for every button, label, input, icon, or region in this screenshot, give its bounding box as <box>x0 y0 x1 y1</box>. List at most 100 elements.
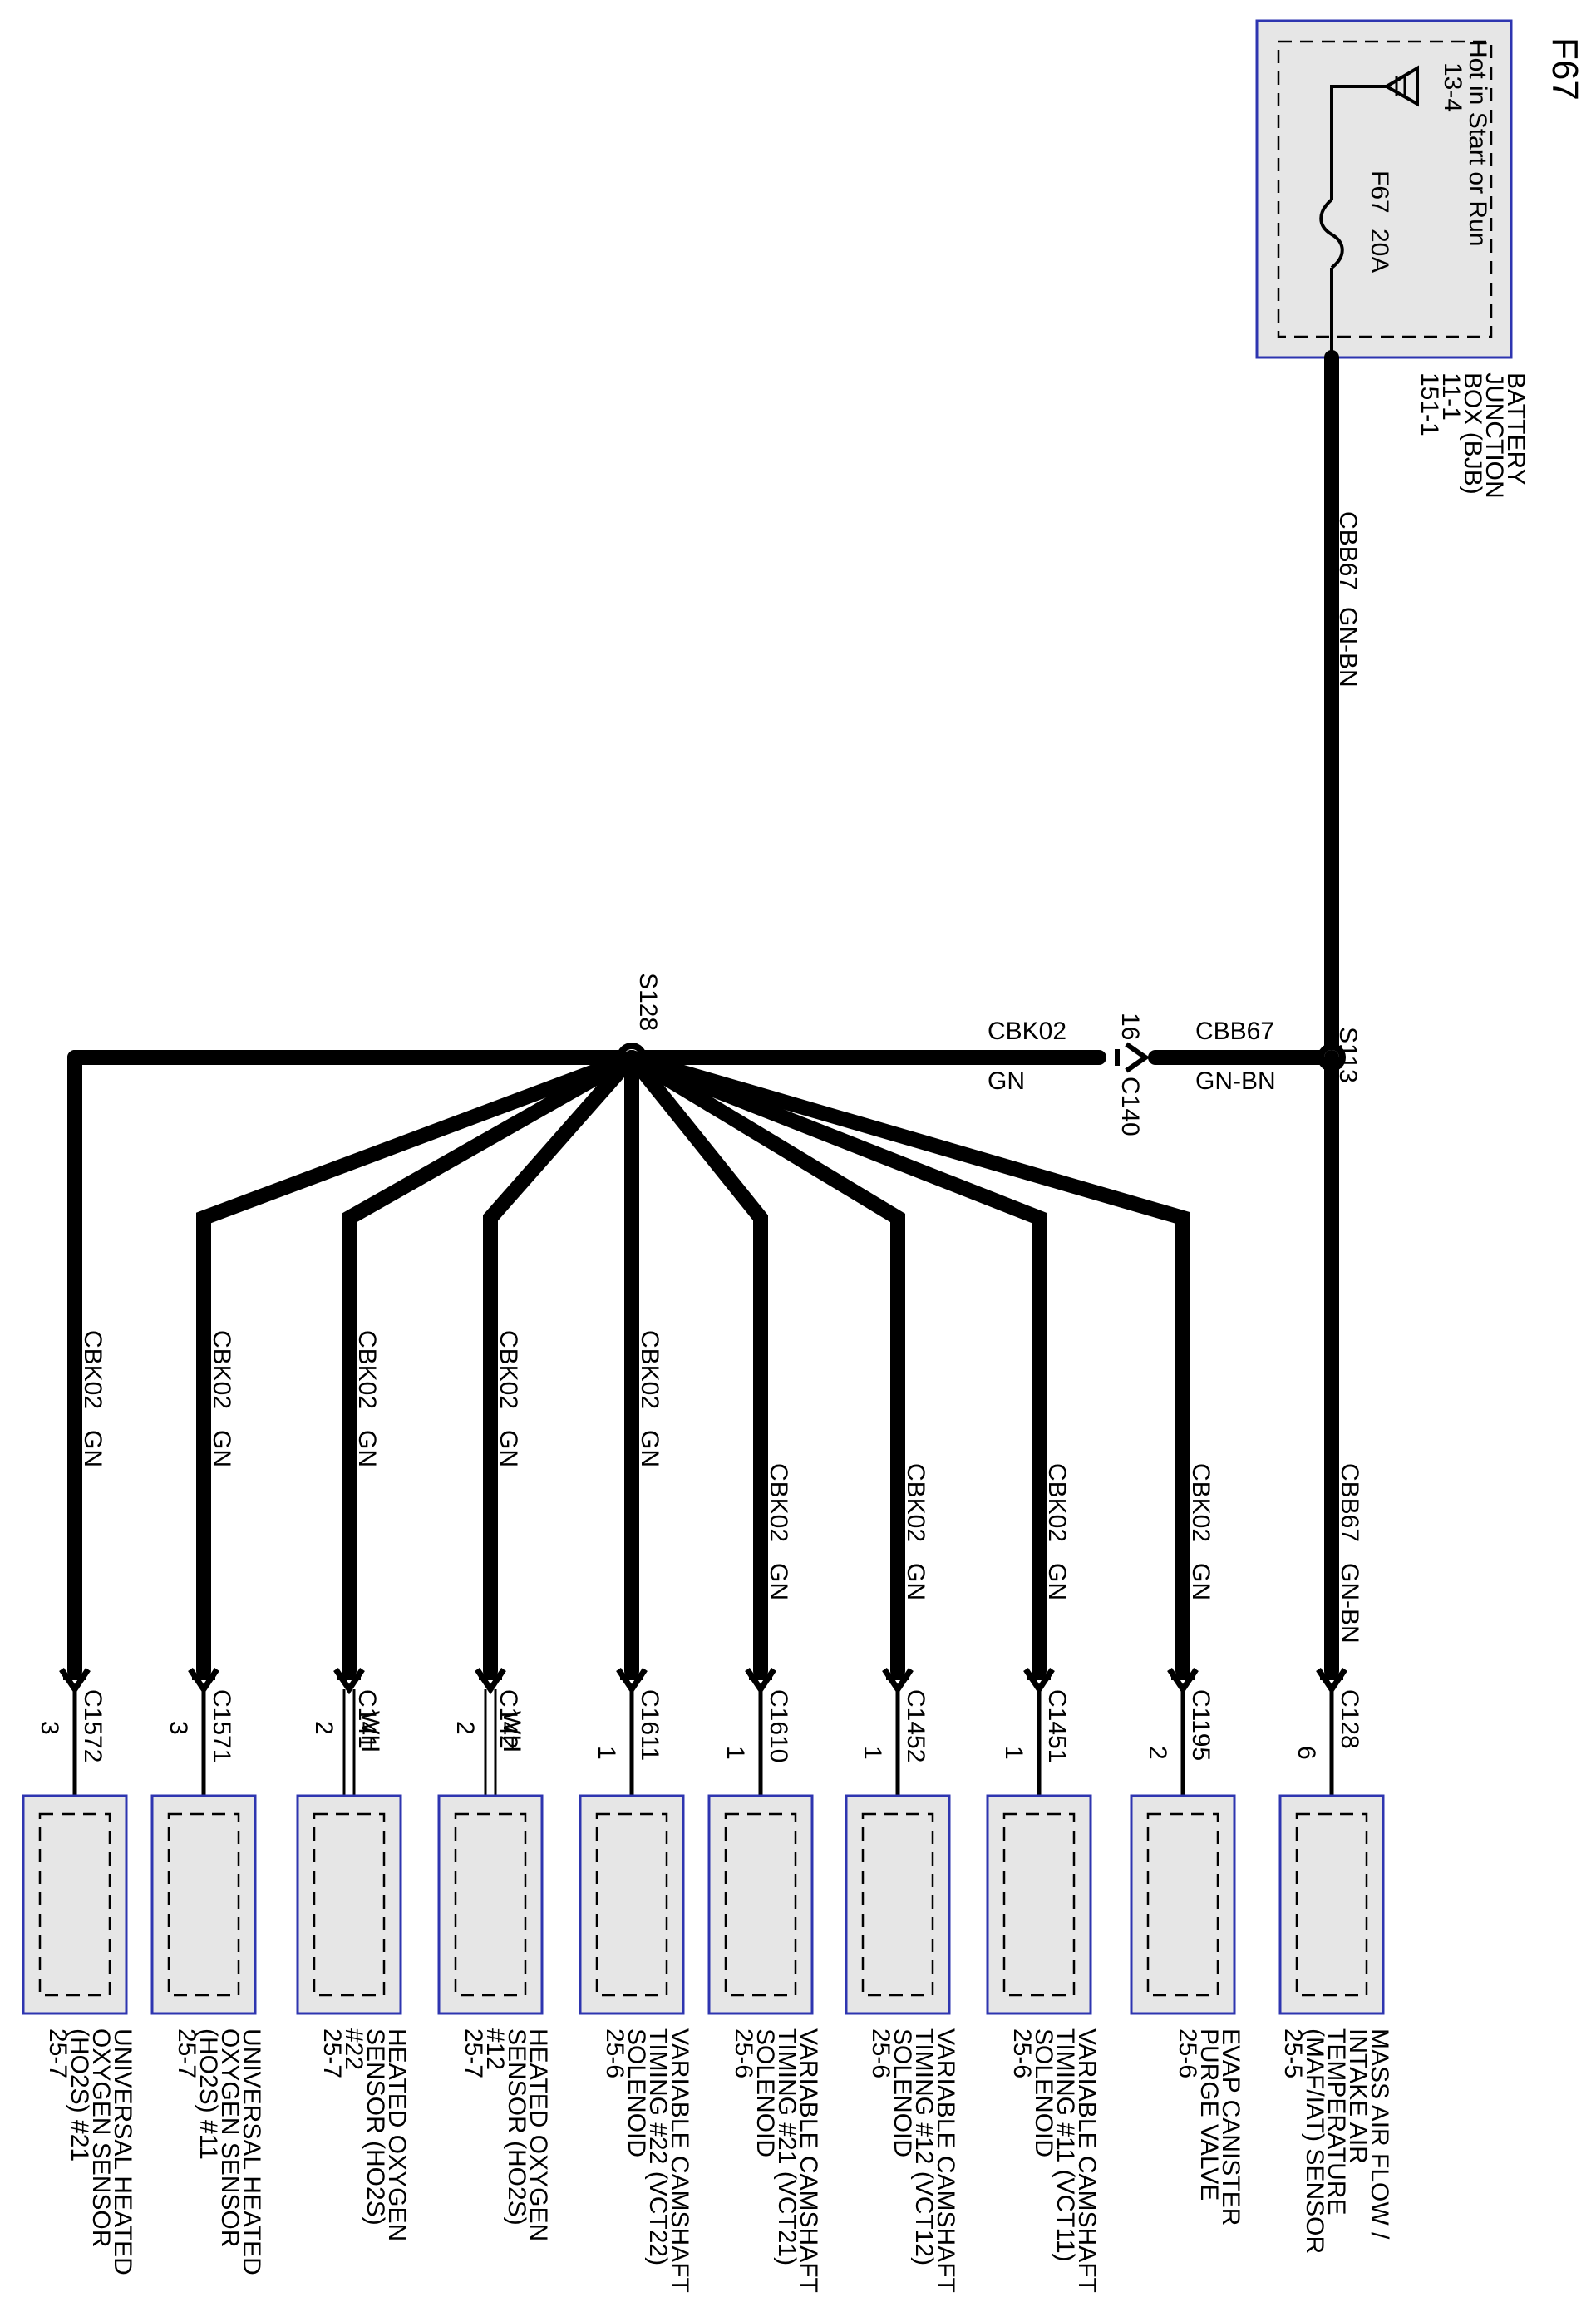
component-inner <box>1002 1812 1076 1997</box>
component-label: 25-6 <box>1008 2028 1036 2078</box>
page-id: F67 <box>1544 37 1585 101</box>
pin-number: 2 <box>310 1721 337 1735</box>
component-label: VARIABLE CAMSHAFT <box>1073 2028 1101 2293</box>
branch-c1451 <box>624 1050 1092 2015</box>
component-label: MASS AIR FLOW / <box>1366 2028 1393 2240</box>
component-label: TIMING #22 (VCT22) <box>644 2028 672 2265</box>
color-label: GN <box>495 1430 522 1467</box>
component-label: HEATED OXYGEN <box>525 2028 552 2241</box>
pin-number: 1 <box>859 1746 886 1760</box>
fuse-name: F67 <box>1366 170 1393 214</box>
branch-c141 <box>296 1050 639 2015</box>
connector-name: C1611 <box>636 1689 663 1761</box>
component-inner <box>38 1812 111 1997</box>
component-box <box>845 1794 951 2015</box>
pin-number: 1 <box>722 1746 749 1760</box>
bjb-connector-icon <box>1383 65 1419 107</box>
component-box <box>296 1794 402 2015</box>
component-label: 25-7 <box>460 2028 487 2078</box>
bus-left-color: GN <box>988 1067 1025 1095</box>
connector-name: C128 <box>1336 1689 1363 1749</box>
component-label: (MAF/IAT) SENSOR <box>1301 2028 1328 2254</box>
component-label: 25-6 <box>730 2028 757 2078</box>
bjb-internal-wire <box>1330 85 1387 200</box>
pin-number: 1 <box>1000 1746 1027 1760</box>
branch-wire <box>342 1050 639 1678</box>
branch-wire <box>624 1050 768 1678</box>
color-label: GN <box>902 1563 929 1600</box>
bjb-hot-text: Hot in Start or Run <box>1464 40 1491 246</box>
c140-inline-connector <box>1115 1042 1150 1073</box>
component-label: TEMPERATURE <box>1323 2028 1350 2215</box>
fuse-rating: 20A <box>1366 229 1393 273</box>
component-label: 25-6 <box>867 2028 894 2078</box>
feed-wire-circuit: CBB67 <box>1334 511 1362 590</box>
c140-name: C140 <box>1116 1077 1144 1136</box>
svg-text:BATTERY: BATTERY <box>1502 372 1530 486</box>
component-label: SOLENOID <box>623 2028 650 2157</box>
component-inner <box>861 1812 934 1997</box>
color-label: GN-BN <box>1336 1563 1363 1644</box>
circuit-label: CBK02 <box>1043 1463 1071 1542</box>
branch-c1452 <box>624 1050 951 2015</box>
color-label: GN <box>636 1430 663 1467</box>
bus-left-circuit: CBK02 <box>988 1018 1066 1045</box>
color-label: GN <box>765 1563 792 1600</box>
component-label: (HO2S) #11 <box>195 2028 222 2160</box>
component-label: SOLENOID <box>889 2028 916 2157</box>
component-label: TIMING #21 (VCT21) <box>773 2028 800 2265</box>
branch-wire <box>196 1050 639 1678</box>
svg-text:11-1: 11-1 <box>1437 372 1465 421</box>
bus-right-circuit: CBB67 <box>1195 1018 1274 1045</box>
component-label: 25-5 <box>1279 2028 1307 2078</box>
pin-number: 2 <box>1144 1746 1171 1760</box>
component-label: UNIVERSAL HEATED <box>238 2028 265 2275</box>
component-inner <box>454 1812 527 1997</box>
bjb-connector-id: 13-4 <box>1439 62 1466 112</box>
color-label: GN <box>353 1430 381 1467</box>
component-label: (HO2S) #21 <box>66 2028 93 2162</box>
component-label: #12 <box>481 2028 509 2070</box>
branch-c1195 <box>624 1050 1236 2015</box>
pin-number: 3 <box>36 1721 63 1735</box>
circuit-label: CBK02 <box>353 1330 381 1409</box>
svg-text:151-1: 151-1 <box>1416 372 1443 436</box>
branch-c142 <box>437 1050 639 2015</box>
component-label: TIMING #12 (VCT12) <box>910 2028 938 2265</box>
connector-name: C1571 <box>208 1689 235 1762</box>
pin-number: 2 <box>451 1721 479 1735</box>
pin-number: 6 <box>1293 1746 1320 1760</box>
component-label: 25-7 <box>318 2028 346 2078</box>
connector-name: C142 <box>495 1689 522 1749</box>
component-label: TIMING #11 (VCT11) <box>1052 2028 1079 2262</box>
connector-name: C1572 <box>79 1689 106 1762</box>
connector-name: C1610 <box>765 1689 792 1762</box>
component-label: SOLENOID <box>1030 2028 1057 2157</box>
pin-number: 1 <box>593 1746 620 1760</box>
battery-junction-box: Hot in Start or Run 13-4 F67 20A <box>1255 19 1513 359</box>
pin-number: 3 <box>165 1721 192 1735</box>
component-label: EVAP CANISTER <box>1217 2028 1244 2226</box>
circuit-label: CBK02 <box>765 1463 792 1542</box>
branch-c1572 <box>22 1050 128 2015</box>
component-label: OXYGEN SENSOR <box>87 2028 115 2247</box>
svg-text:BOX (BJB): BOX (BJB) <box>1459 372 1486 495</box>
circuit-label: CBK02 <box>495 1330 522 1409</box>
connector-name: C141 <box>353 1689 381 1749</box>
wh-color-label: WH <box>357 1711 384 1752</box>
connector-name: C1195 <box>1187 1689 1214 1761</box>
component-box <box>22 1794 128 2015</box>
svg-text:JUNCTION: JUNCTION <box>1480 372 1508 499</box>
circuit-label: CBK02 <box>79 1330 106 1409</box>
component-inner <box>1146 1812 1219 1997</box>
component-box <box>150 1794 257 2015</box>
color-label: GN <box>208 1430 235 1467</box>
circuit-label: CBK02 <box>208 1330 235 1409</box>
branch-c128 <box>1278 1050 1385 2015</box>
circuit-label: CBK02 <box>636 1330 663 1409</box>
component-box <box>437 1794 544 2015</box>
component-box <box>707 1794 814 2015</box>
branch-c1571 <box>150 1050 639 2015</box>
